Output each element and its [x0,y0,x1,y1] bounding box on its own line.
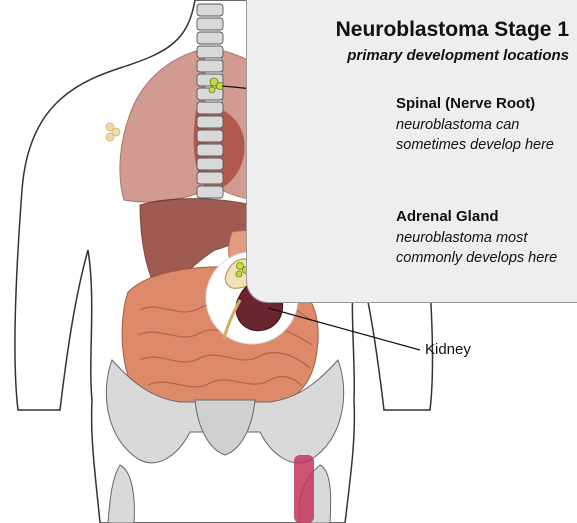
spine [196,3,224,199]
femur-left [107,464,135,523]
femur-marrow [294,455,314,523]
diagram-subtitle: primary development locations [347,47,569,64]
label-spinal-heading: Spinal (Nerve Root) [396,95,536,112]
leader-line-kidney [267,307,421,351]
shoulder-joint-left [105,122,121,142]
sacrum [194,399,256,456]
diagram-title: Neuroblastoma Stage 1 [335,18,569,41]
label-spinal-line2: sometimes develop here [396,137,554,153]
ureter [222,299,242,341]
label-adrenal-line2: commonly develops here [396,250,558,266]
label-adrenal-heading: Adrenal Gland [396,208,499,225]
label-adrenal-line1: neuroblastoma most [396,230,528,246]
tumor-spinal [208,77,224,94]
title-panel: Neuroblastoma Stage 1 primary developmen… [246,0,577,303]
label-spinal-line1: neuroblastoma can [396,117,520,133]
label-kidney: Kidney [425,341,471,358]
